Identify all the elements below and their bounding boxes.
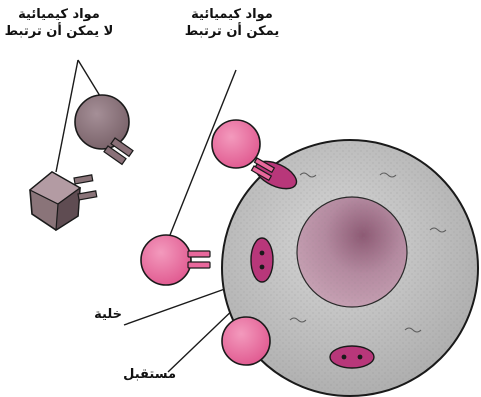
- label-can-bind: مواد كيميائية يمكن أن ترتبط: [172, 6, 292, 40]
- label-cell: خلية: [62, 306, 122, 323]
- pointer-cannot-square: [56, 60, 78, 172]
- label-cannot-bind: مواد كيميائية لا يمكن أن ترتبط: [4, 6, 114, 40]
- nonbinding-chemical-square: [30, 172, 97, 230]
- label-receptor: مستقبل: [106, 366, 176, 383]
- receptor-middle: [251, 238, 273, 282]
- pointer-cell: [124, 285, 236, 325]
- nonbinding-chemical-round: [75, 95, 133, 164]
- label-cannot-bind-line2: لا يمكن أن ترتبط: [4, 23, 114, 40]
- label-can-bind-line2: يمكن أن ترتبط: [172, 23, 292, 40]
- label-cannot-bind-line1: مواد كيميائية: [4, 6, 114, 23]
- receptor-bottom: [330, 346, 374, 368]
- binding-chemical-free: [141, 235, 210, 285]
- label-can-bind-line1: مواد كيميائية: [172, 6, 292, 23]
- bound-chemical-lower: [222, 317, 270, 365]
- pointer-cannot-round: [78, 60, 100, 96]
